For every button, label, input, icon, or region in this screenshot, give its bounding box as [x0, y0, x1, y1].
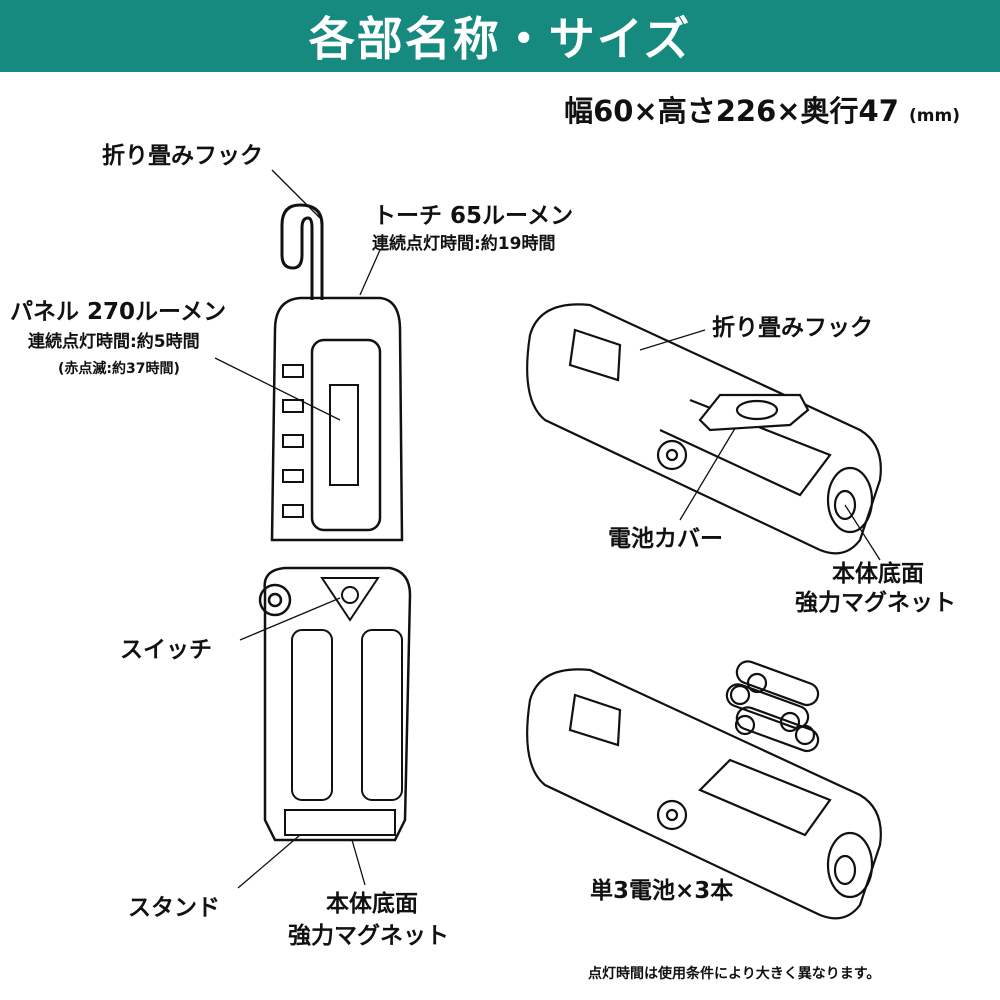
label-battery-cover: 電池カバー — [608, 526, 723, 552]
label-torch-time: 連続点灯時間:約19時間 — [372, 234, 556, 254]
dimensions-text: 幅60×高さ226×奥行47 — [564, 94, 899, 128]
label-base-left-2: 強力マグネット — [288, 923, 449, 949]
header-banner: 各部名称・サイズ — [0, 0, 1000, 72]
dimensions-unit: (mm) — [909, 106, 960, 126]
flashlight-side-view-batteries — [526, 660, 882, 920]
label-base-left-1: 本体底面 — [326, 891, 418, 917]
aa-batteries-icon — [725, 660, 820, 753]
page-title: 各部名称・サイズ — [308, 12, 692, 66]
label-stand: スタンド — [128, 895, 220, 921]
footnote: 点灯時間は使用条件により大きく異なります。 — [588, 966, 881, 982]
label-folding-hook-right: 折り畳みフック — [712, 315, 873, 341]
flashlight-side-view-cover-open — [526, 303, 882, 555]
label-panel-blink: (赤点滅:約37時間) — [58, 361, 180, 377]
label-folding-hook: 折り畳みフック — [102, 143, 263, 169]
leader-lines — [214, 169, 881, 889]
label-switch: スイッチ — [120, 637, 212, 663]
flashlight-front-view — [258, 203, 412, 842]
label-panel-title: パネル 270ルーメン — [10, 299, 227, 325]
label-batteries: 単3電池×3本 — [590, 878, 734, 904]
label-torch-title: トーチ 65ルーメン — [373, 203, 574, 229]
label-base-right-1: 本体底面 — [832, 561, 924, 587]
dimensions: 幅60×高さ226×奥行47 (mm) — [564, 88, 960, 130]
label-base-right-2: 強力マグネット — [795, 590, 956, 616]
label-panel-time: 連続点灯時間:約5時間 — [28, 332, 200, 352]
